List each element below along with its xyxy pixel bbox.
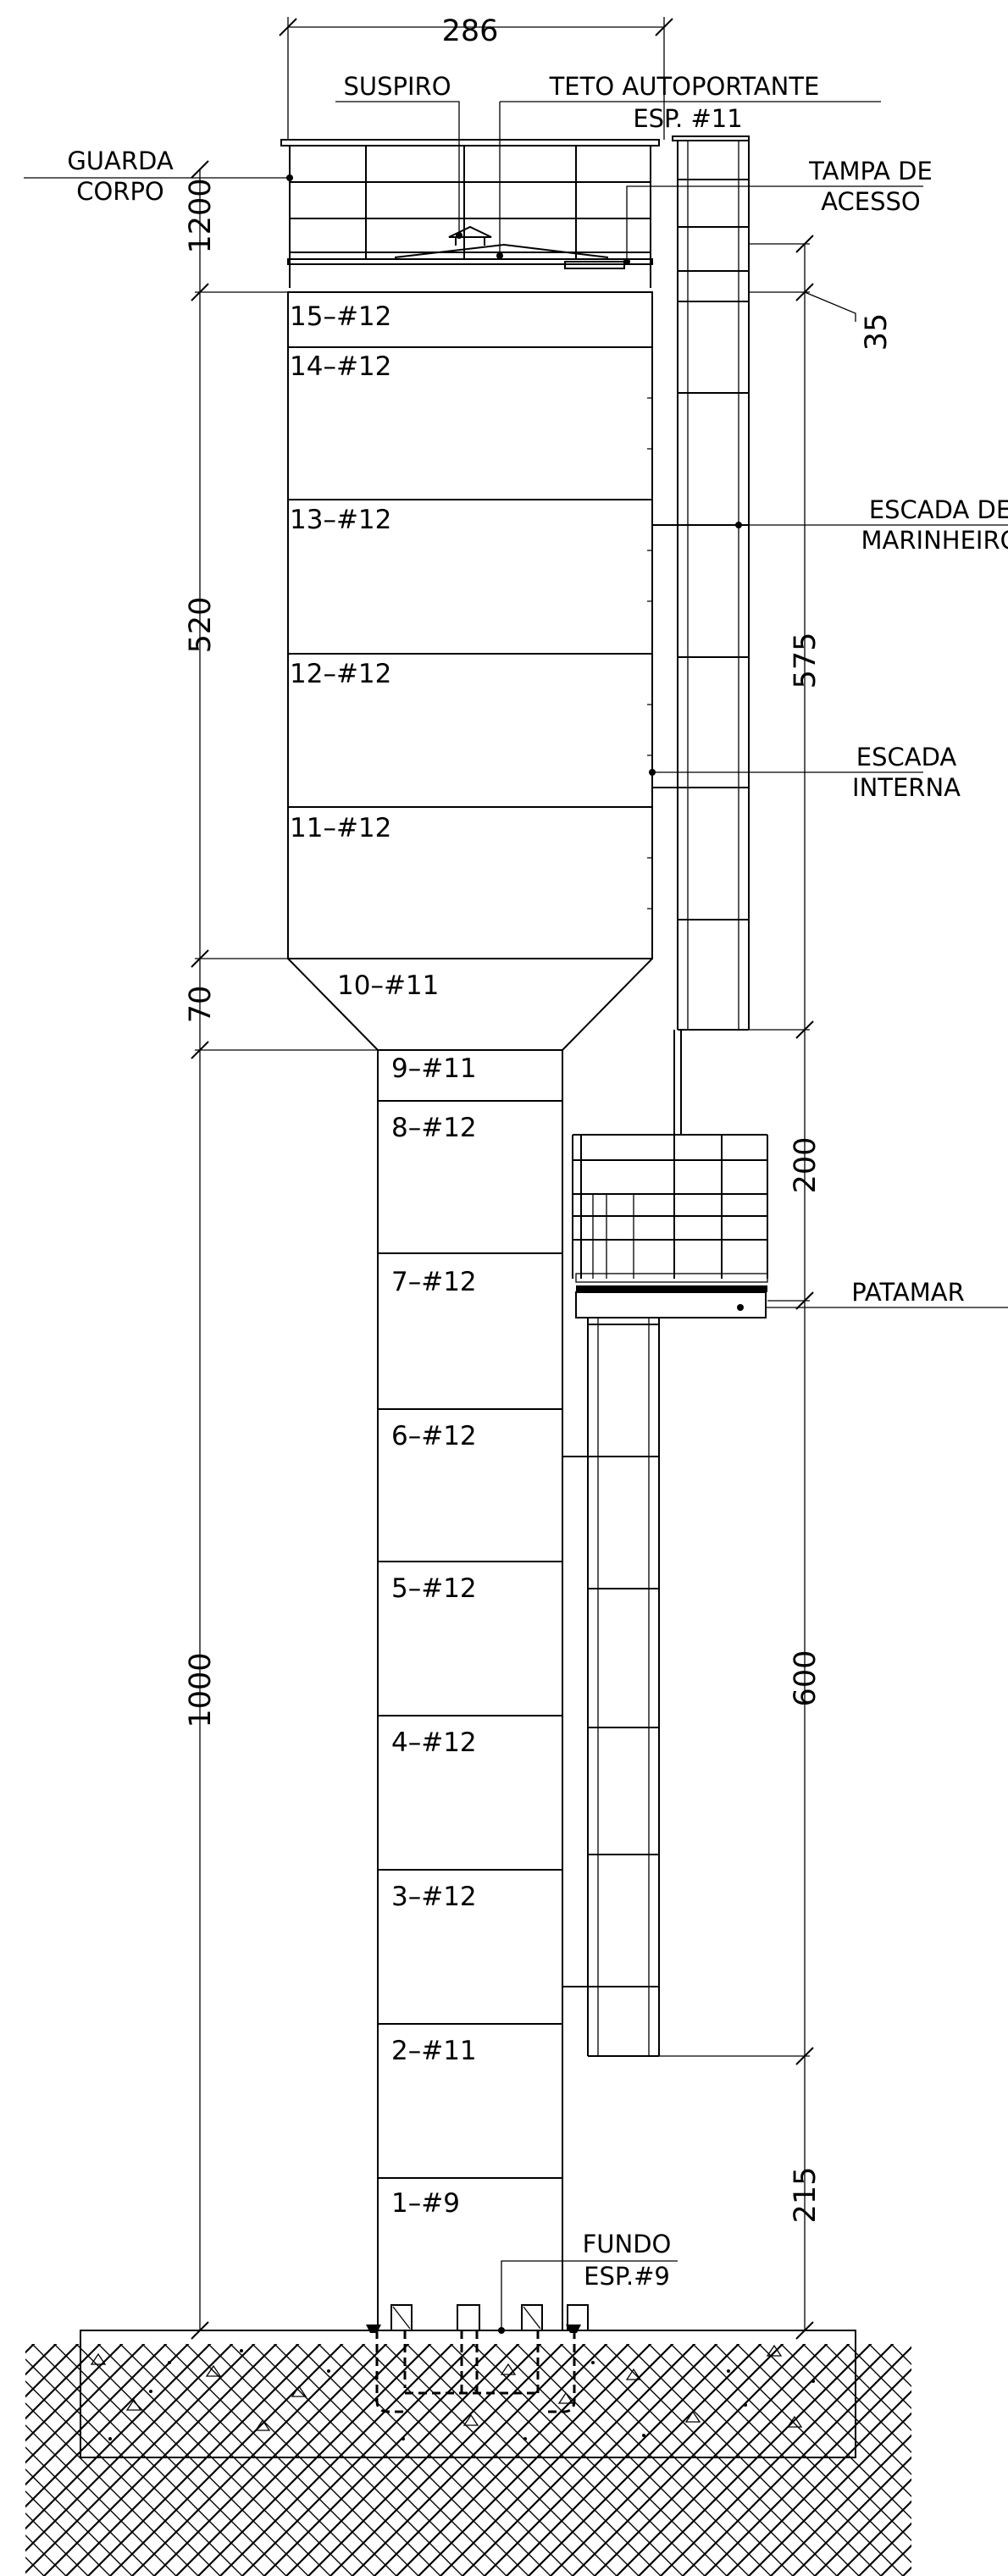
dim-upper-body: 520 [184,597,218,654]
dim-upper-ladder: 575 [789,633,822,689]
segment-label: 1–#9 [391,2188,460,2219]
escada-marinheiro-label-line1: ESCADA DE [869,495,1008,524]
internal-ladder-ticks [647,346,652,909]
teto-label: TETO AUTOPORTANTE [549,72,820,101]
segment-label: 14–#12 [290,351,391,382]
segment-label: 4–#12 [391,1727,477,1758]
fundo-label-line2: ESP.#9 [584,2262,670,2291]
segment-label: 5–#12 [391,1573,477,1604]
upper-ship-ladder [652,135,750,1031]
dimension-lines [191,17,856,2340]
dim-cone: 70 [184,986,218,1024]
dim-bottom: 215 [789,2167,822,2224]
breather-vent [448,225,492,246]
ground-soil [25,2344,911,2576]
dim-lower-ladder: 600 [789,1650,822,1707]
patamar-label: PATAMAR [851,1278,965,1307]
dim-landing: 200 [789,1137,822,1194]
tampa-label-line1: TAMPA DE [808,157,933,185]
guarda-label-line2: CORPO [76,177,164,206]
landing-platform [572,1134,768,1318]
access-hatch [564,261,625,269]
dim-column: 1000 [184,1652,218,1727]
ladder-guide-rail [673,1030,682,1135]
dim-guarda-height: 1200 [184,178,218,253]
segment-label: 8–#12 [391,1113,477,1143]
width-dimension-label: 286 [442,14,499,48]
support-column [377,1049,563,2331]
lower-ship-ladder [562,1318,660,2057]
segment-label: 12–#12 [290,659,391,689]
segment-label: 11–#12 [290,813,391,843]
teto-thickness-label: ESP. #11 [633,104,742,133]
segment-label: 3–#12 [391,1882,477,1912]
escada-marinheiro-label-line2: MARINHEIRO [861,526,1008,555]
tampa-label-line2: ACESSO [821,187,921,216]
escada-interna-label-line2: INTERNA [852,773,961,802]
segment-label: 2–#11 [391,2036,477,2066]
suspiro-label: SUSPIRO [343,72,451,101]
anchor-bolts [366,2304,589,2413]
segment-label: 9–#11 [391,1053,477,1084]
leader-dots [286,174,744,2334]
escada-interna-label-line1: ESCADA [856,743,957,771]
segment-label: 7–#12 [391,1267,477,1297]
upper-tank-body [287,291,653,959]
dim-roof-offset: 35 [860,313,894,351]
segment-label: 10–#11 [337,970,439,1001]
segment-label: 13–#12 [290,505,391,535]
guarda-label-line1: GUARDA [67,146,174,175]
leader-lines [24,101,1008,2330]
fundo-label-line1: FUNDO [583,2230,672,2258]
guardrail-top [280,139,660,288]
segment-label: 6–#12 [391,1421,477,1451]
segment-label: 15–#12 [290,301,391,332]
